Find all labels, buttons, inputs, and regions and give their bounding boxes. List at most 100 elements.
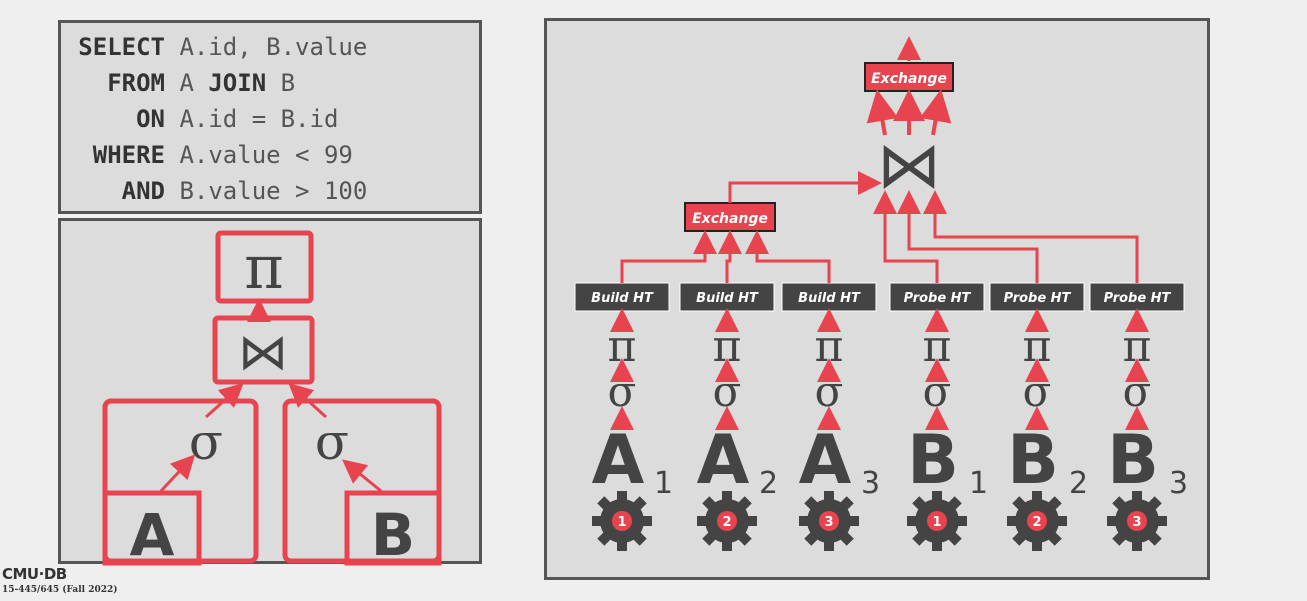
worker-number: 3 (1132, 515, 1141, 530)
cmu-db-logo: CMU·DB (2, 565, 67, 583)
sql-text: A.id = B.id (165, 105, 339, 133)
table-label: A (697, 421, 750, 500)
worker-number: 3 (824, 515, 833, 530)
operator-label: Build HT (798, 291, 861, 306)
logical-plan-diagram: π ⋈ σ σ A B (102, 230, 442, 567)
sql-text: B.value > 100 (165, 177, 368, 205)
edge-exchange-to-join (728, 171, 882, 203)
operator-label: Probe HT (1004, 291, 1072, 306)
edge-build-to-exchange (620, 230, 717, 283)
selection-left-symbol: σ (189, 413, 223, 471)
sql-keyword: AND (121, 177, 165, 205)
edge-build-to-exchange (745, 230, 831, 283)
worker-badge (927, 511, 947, 531)
table-b-label: B (371, 501, 415, 567)
table-partition-subscript: 2 (759, 466, 778, 501)
selection-right-node (282, 398, 442, 564)
table-partition-subscript: 1 (969, 466, 988, 501)
join-symbol: ⋈ (877, 129, 941, 203)
operator-node (781, 282, 877, 312)
sql-line-from: FROM A JOIN B (65, 69, 295, 97)
projection-symbol: π (815, 321, 844, 372)
sql-keyword: FROM (107, 69, 165, 97)
sql-text: B (266, 69, 296, 97)
table-label: B (907, 421, 959, 500)
edge-select-left-to-join (204, 382, 244, 419)
selection-symbol: σ (713, 367, 742, 416)
gear-icon-tooth (1132, 539, 1142, 551)
gear-icon-tooth (722, 491, 732, 503)
edge-join-to-exchange (866, 89, 899, 136)
operator-node (889, 282, 985, 312)
selection-symbol: σ (1023, 367, 1052, 416)
worker-number: 2 (722, 515, 731, 530)
join-symbol: ⋈ (238, 323, 288, 381)
gear-icon-tooth (1132, 491, 1142, 503)
table-a-label: A (130, 501, 175, 567)
exchange-mid-label: Exchange (692, 211, 768, 227)
sql-keyword: JOIN (208, 69, 267, 97)
worker-number: 2 (1032, 515, 1041, 530)
operator-label: Build HT (696, 291, 759, 306)
edge-build-to-exchange (718, 230, 742, 283)
operator-label: Probe HT (904, 291, 972, 306)
selection-left-node (102, 398, 259, 564)
gear-icon-tooth (932, 491, 942, 503)
selection-symbol: σ (608, 367, 637, 416)
join-node (212, 315, 315, 385)
table-label: A (592, 421, 645, 500)
projection-symbol: π (244, 233, 283, 303)
worker-number: 1 (617, 515, 626, 530)
worker-badge (612, 511, 632, 531)
worker-badge (717, 511, 737, 531)
sql-line-select: SELECT A.id, B.value (65, 33, 367, 61)
projection-symbol: π (1123, 321, 1152, 372)
operator-label: Build HT (591, 291, 654, 306)
edge-table-a-to-select (159, 454, 196, 493)
operator-node (679, 282, 775, 312)
selection-symbol: σ (923, 367, 952, 416)
table-label: A (799, 421, 852, 500)
gear-icon-tooth (1032, 491, 1042, 503)
table-partition-subscript: 3 (861, 466, 880, 501)
selection-symbol: σ (815, 367, 844, 416)
gear-icon-tooth (617, 539, 627, 551)
sql-text: A.id, B.value (165, 33, 368, 61)
sql-query-panel: SELECT A.id, B.value FROM A JOIN B ON A.… (58, 20, 482, 214)
exchange-top-label: Exchange (871, 71, 947, 87)
worker-number: 1 (932, 515, 941, 530)
sql-text: A (165, 69, 209, 97)
table-partition-subscript: 2 (1069, 466, 1088, 501)
gear-icon-tooth (932, 539, 942, 551)
sql-keyword: WHERE (92, 141, 165, 169)
projection-symbol: π (713, 321, 742, 372)
selection-symbol: σ (1123, 367, 1152, 416)
sql-line-on: ON A.id = B.id (65, 105, 338, 133)
worker-badge (1127, 511, 1147, 531)
edge-table-b-to-select (342, 459, 382, 493)
gear-icon-tooth (824, 491, 834, 503)
selection-right-symbol: σ (315, 413, 349, 471)
projection-symbol: π (608, 321, 637, 372)
projection-symbol: π (923, 321, 952, 372)
sql-line-and: AND B.value > 100 (65, 177, 368, 205)
table-label: B (1007, 421, 1059, 500)
logical-plan-panel: π ⋈ σ σ A B (58, 218, 482, 567)
worker-badge (819, 511, 839, 531)
projection-symbol: π (1023, 321, 1052, 372)
edge-probe-to-join (923, 190, 1139, 283)
table-b-node (344, 490, 442, 566)
gear-icon-tooth (824, 539, 834, 551)
edge-probe-to-join (897, 190, 1039, 283)
gear-icon-tooth (1032, 539, 1042, 551)
table-partition-subscript: 1 (654, 466, 673, 501)
sql-text: A.value < 99 (165, 141, 353, 169)
sql-keyword: ON (136, 105, 165, 133)
edge-select-right-to-join (288, 382, 328, 419)
sql-keyword: SELECT (78, 33, 165, 61)
table-partition-subscript: 3 (1169, 466, 1188, 501)
table-a-node (102, 490, 202, 566)
table-label: B (1107, 421, 1159, 500)
